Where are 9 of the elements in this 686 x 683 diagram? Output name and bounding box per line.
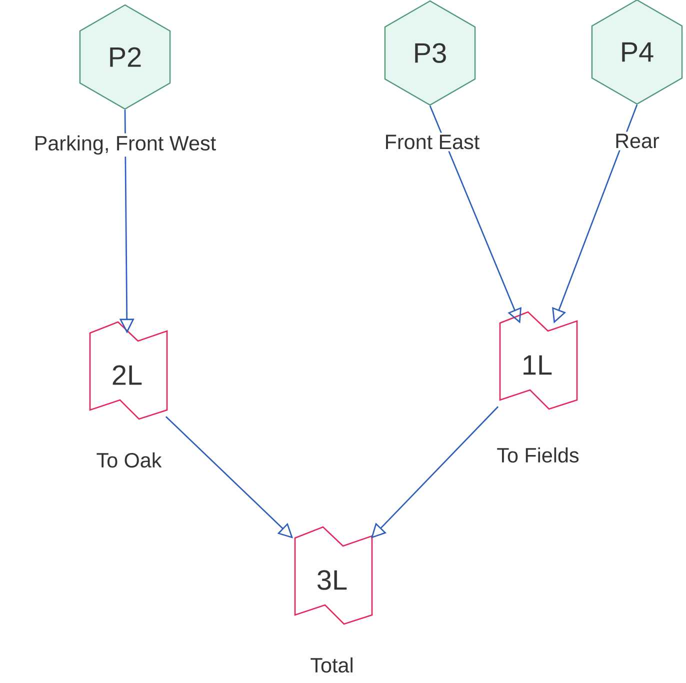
node-caption: Total xyxy=(308,655,356,675)
node-caption: To Fields xyxy=(494,445,582,465)
node-caption: Front East xyxy=(382,132,482,152)
hexagon: P3 xyxy=(384,0,476,106)
node-caption: Rear xyxy=(612,132,662,150)
hexagon: P2 xyxy=(79,4,171,110)
node-caption: To Oak xyxy=(94,450,164,470)
hexagon: P4 xyxy=(591,0,683,105)
node-caption: Parking, Front West xyxy=(32,133,218,157)
